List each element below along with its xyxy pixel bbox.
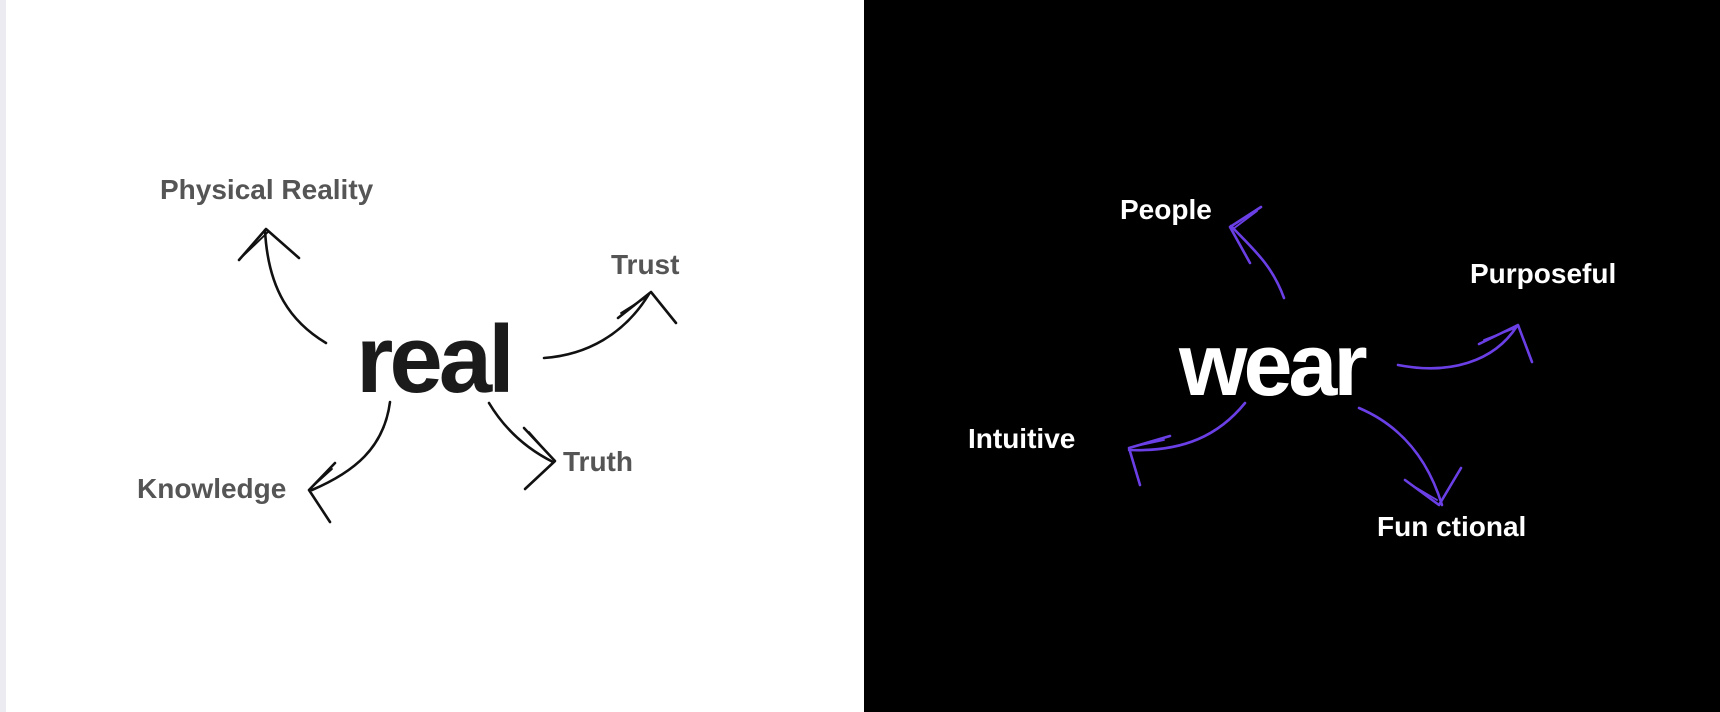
label-trust: Trust — [611, 249, 680, 280]
label-functional: Fun ctional — [1377, 511, 1527, 542]
center-word-real: real — [356, 306, 515, 413]
light-arrows — [237, 227, 678, 524]
dark-panel: wear People Purposeful Intuitive Fun cti… — [864, 0, 1720, 712]
arrow-to-purposeful — [1396, 323, 1534, 370]
arrow-to-truth — [487, 401, 557, 491]
arrow-to-people — [1228, 205, 1286, 300]
light-panel: real Physical Reality Trust Knowledge Tr… — [6, 0, 864, 712]
center-word-wear: wear — [1179, 315, 1368, 414]
dark-arrows — [1127, 205, 1534, 507]
arrow-to-intuitive — [1127, 401, 1247, 487]
arrow-to-functional — [1357, 406, 1463, 507]
label-knowledge: Knowledge — [137, 473, 287, 504]
left-edge-strip — [0, 0, 6, 712]
label-people: People — [1120, 194, 1212, 225]
label-truth: Truth — [563, 446, 633, 477]
label-physical-reality: Physical Reality — [160, 174, 374, 205]
arrow-to-physical-reality — [237, 227, 328, 345]
arrow-to-trust — [542, 290, 678, 360]
label-intuitive: Intuitive — [968, 423, 1076, 454]
arrow-to-knowledge — [307, 400, 392, 524]
label-purposeful: Purposeful — [1470, 258, 1617, 289]
